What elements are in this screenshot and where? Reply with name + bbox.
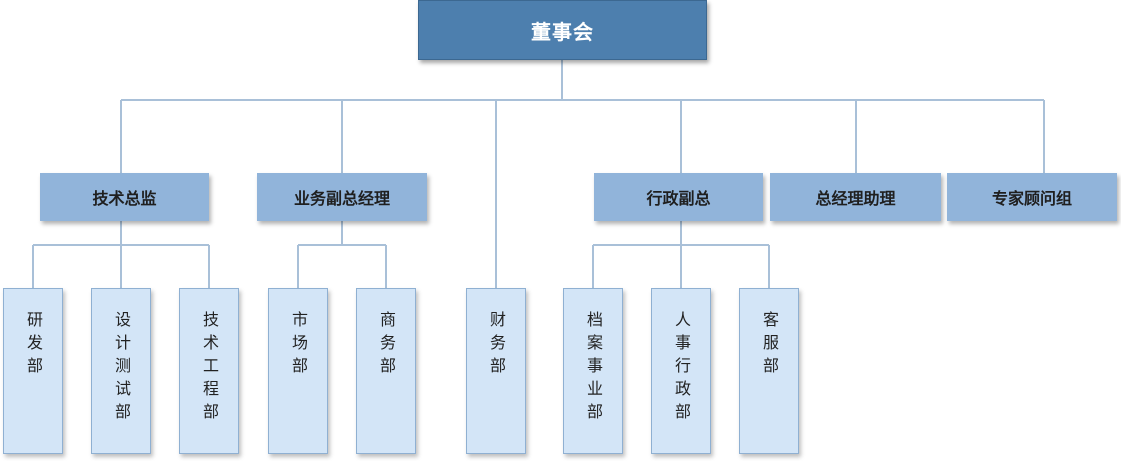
node-archives-dept-label: 档案事业部: [584, 311, 603, 426]
node-technical-director-label: 技术总监: [92, 189, 157, 208]
node-commerce-dept-label: 商务部: [377, 311, 396, 380]
node-admin-vp: 行政副总: [594, 173, 763, 221]
node-board: 董事会: [418, 0, 707, 60]
node-finance-dept: 财务部: [466, 288, 526, 454]
node-design-test-dept: 设计测试部: [91, 288, 151, 454]
node-rnd-dept: 研发部: [3, 288, 63, 454]
node-board-label: 董事会: [531, 19, 594, 44]
node-archives-dept: 档案事业部: [563, 288, 623, 454]
node-design-test-dept-label: 设计测试部: [112, 311, 131, 426]
node-finance-dept-label: 财务部: [487, 311, 506, 380]
node-tech-engineering-dept-label: 技术工程部: [200, 311, 219, 426]
node-customer-service-dept-label: 客服部: [760, 311, 779, 380]
node-expert-group-label: 专家顾问组: [991, 189, 1072, 208]
node-business-vp-label: 业务副总经理: [293, 189, 390, 208]
node-commerce-dept: 商务部: [356, 288, 416, 454]
node-hr-admin-dept-label: 人事行政部: [672, 311, 691, 426]
node-tech-engineering-dept: 技术工程部: [179, 288, 239, 454]
node-marketing-dept-label: 市场部: [289, 311, 308, 380]
node-customer-service-dept: 客服部: [739, 288, 799, 454]
node-technical-director: 技术总监: [40, 173, 209, 221]
node-marketing-dept: 市场部: [268, 288, 328, 454]
node-expert-group: 专家顾问组: [947, 173, 1117, 221]
node-rnd-dept-label: 研发部: [24, 311, 43, 380]
node-gm-assistant: 总经理助理: [770, 173, 941, 221]
node-business-vp: 业务副总经理: [257, 173, 427, 221]
node-gm-assistant-label: 总经理助理: [815, 189, 896, 208]
node-hr-admin-dept: 人事行政部: [651, 288, 711, 454]
node-admin-vp-label: 行政副总: [646, 189, 711, 208]
